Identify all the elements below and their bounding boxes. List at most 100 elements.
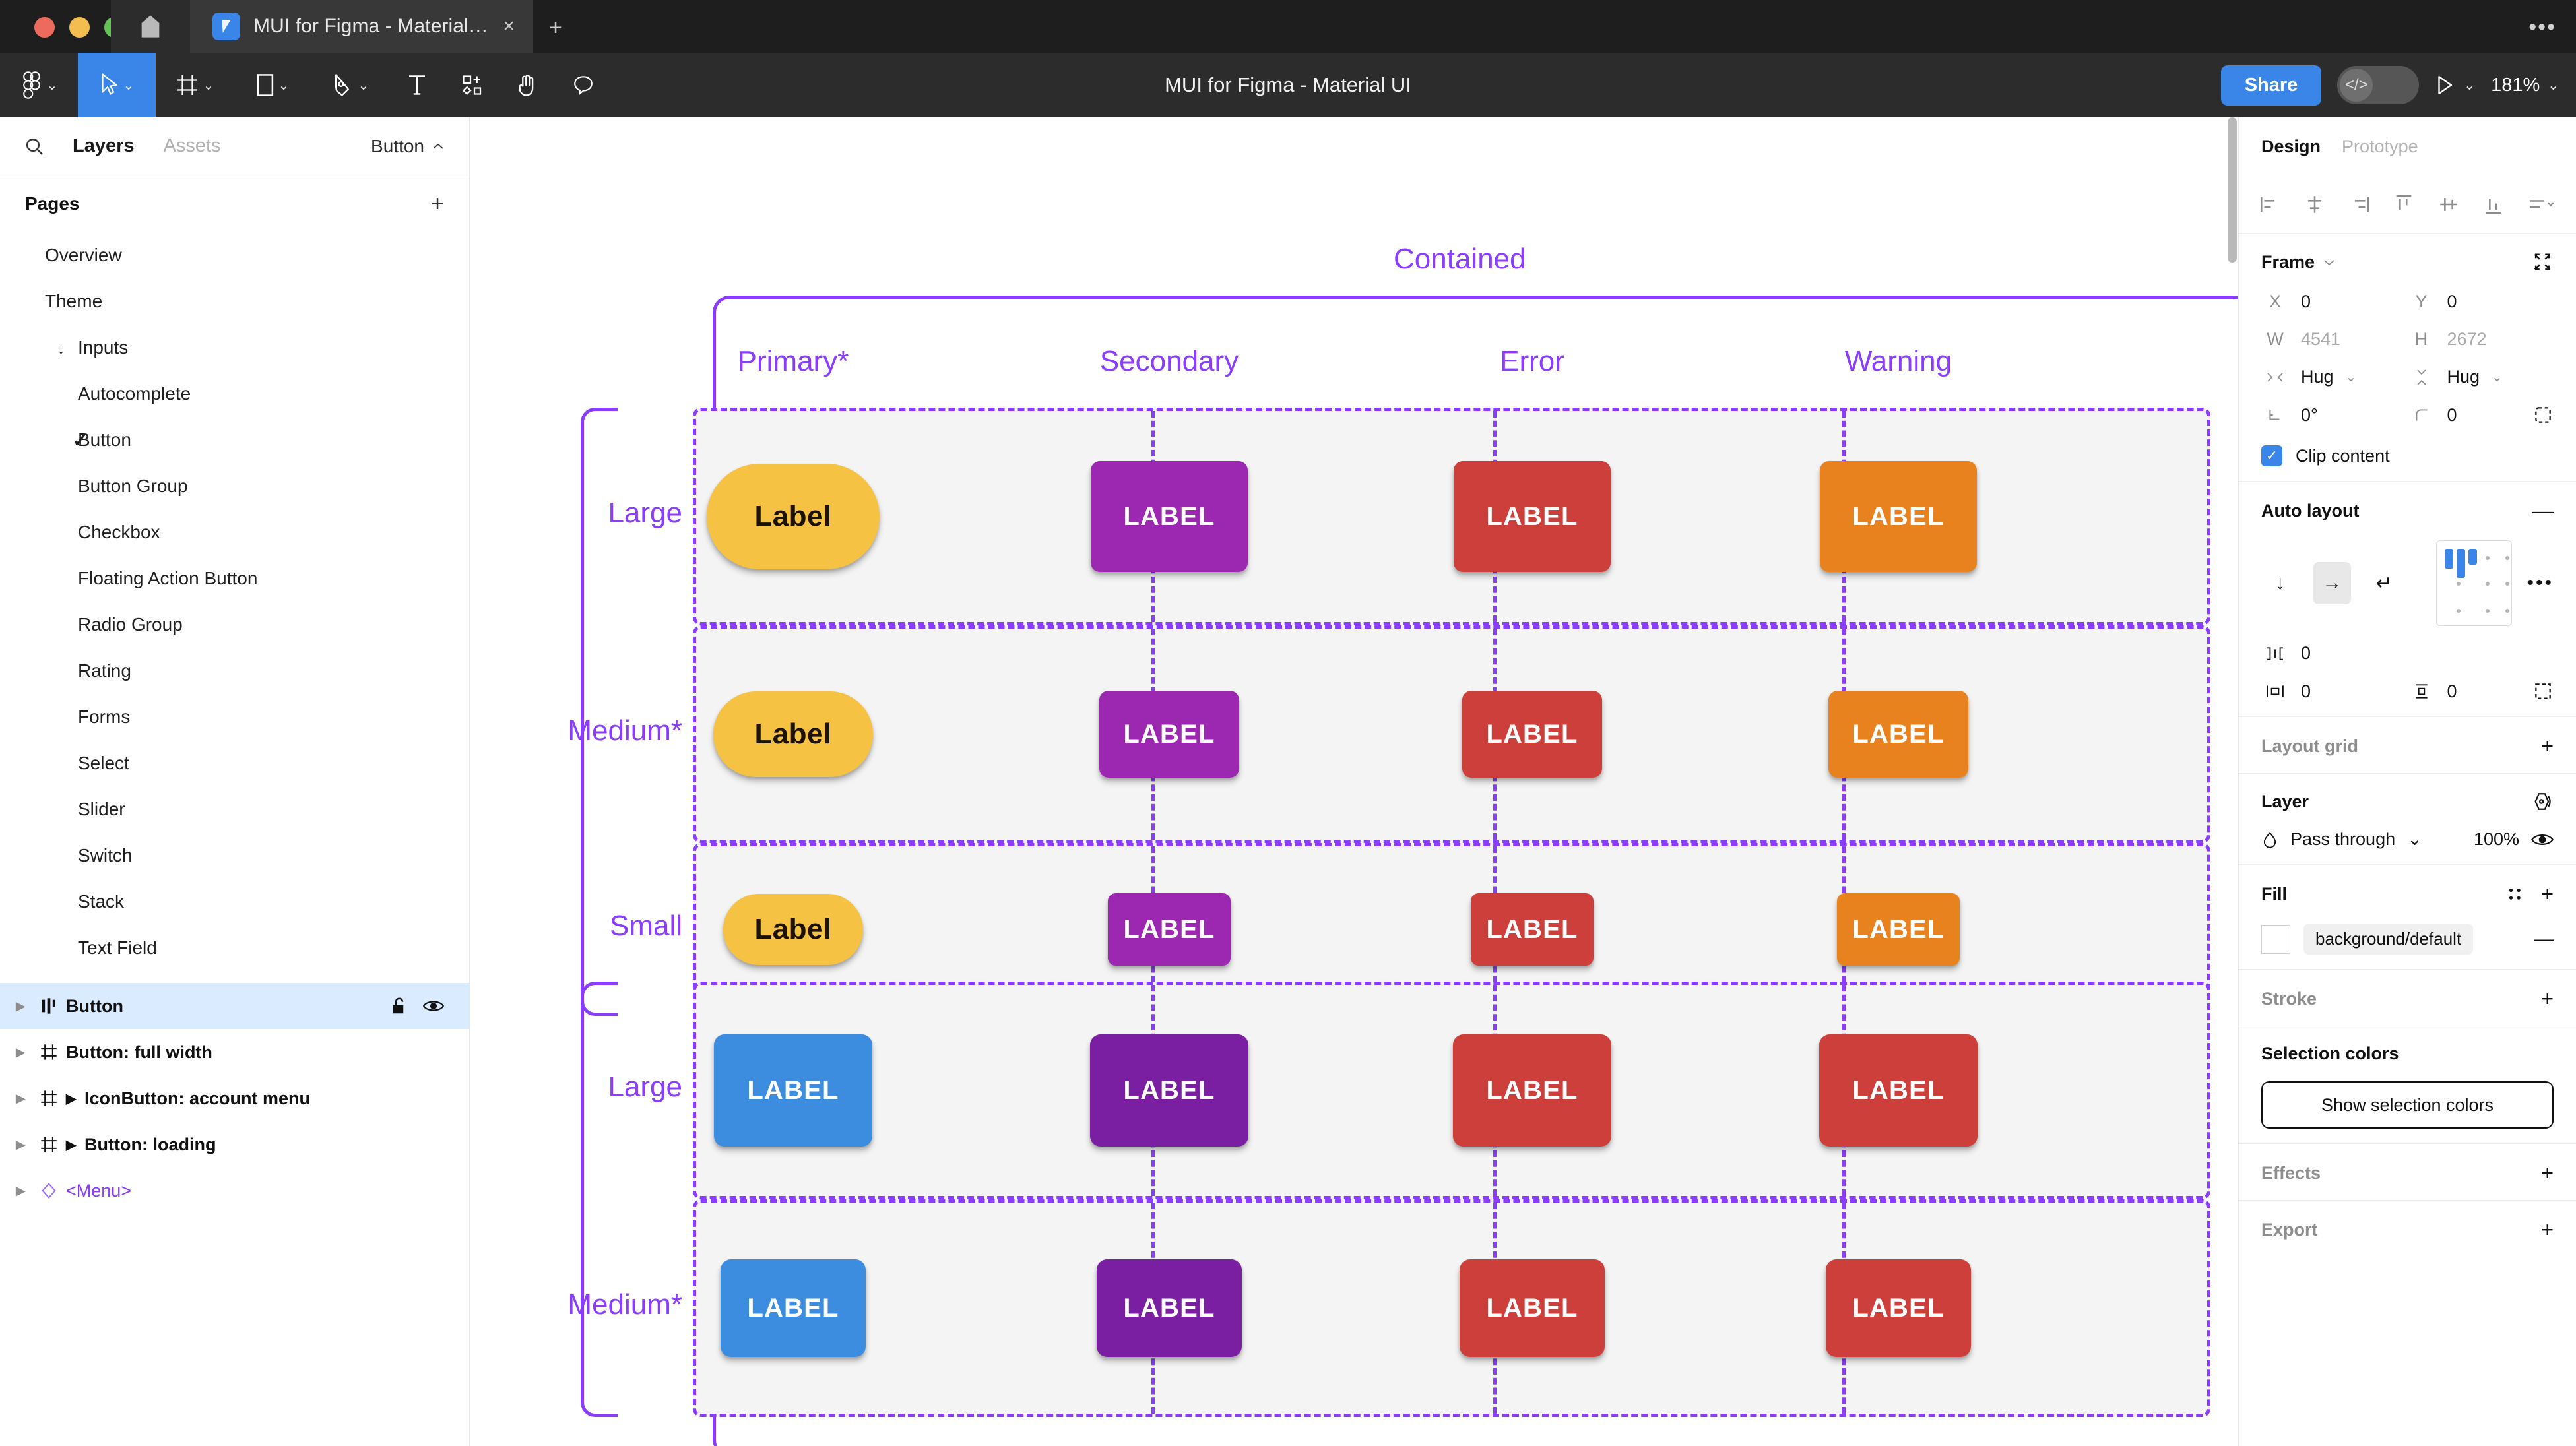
frame-height-field[interactable]: H 2672 bbox=[2408, 329, 2554, 350]
disclosure-triangle-icon[interactable]: ▶ bbox=[16, 1091, 25, 1105]
button-warning-medium[interactable]: LABEL bbox=[1828, 691, 1968, 778]
expand-triangle-icon[interactable]: ▶ bbox=[66, 1137, 77, 1152]
visibility-icon[interactable] bbox=[2531, 831, 2554, 848]
visibility-icon[interactable] bbox=[423, 997, 444, 1015]
button-contained-yellow-large[interactable]: Label bbox=[707, 464, 880, 569]
blend-mode-row[interactable]: Pass through ⌄ 100% bbox=[2261, 829, 2554, 850]
page-selector[interactable]: Button bbox=[371, 136, 445, 157]
page-item-forms[interactable]: Forms bbox=[0, 694, 469, 740]
disclosure-triangle-icon[interactable]: ▶ bbox=[16, 1045, 25, 1059]
page-item-slider[interactable]: Slider bbox=[0, 786, 469, 833]
resize-to-fit-icon[interactable] bbox=[2531, 251, 2554, 273]
shape-tool-icon[interactable]: ⌄ bbox=[234, 53, 311, 117]
layout-wrap-icon[interactable]: ↵ bbox=[2375, 572, 2393, 594]
file-tab[interactable]: MUI for Figma - Material UI × bbox=[190, 0, 533, 53]
align-left-icon[interactable] bbox=[2259, 193, 2281, 216]
independent-corners-icon[interactable] bbox=[2532, 404, 2554, 425]
search-icon[interactable] bbox=[24, 136, 58, 157]
disclosure-triangle-icon[interactable]: ▶ bbox=[16, 999, 25, 1013]
figma-menu-icon[interactable]: ⌄ bbox=[0, 53, 78, 117]
layer-opacity-value[interactable]: 100% bbox=[2473, 829, 2519, 849]
page-item-button[interactable]: ✓Button bbox=[0, 417, 469, 463]
move-tool-icon[interactable]: ⌄ bbox=[78, 53, 156, 117]
rotation-field[interactable]: 0° bbox=[2261, 404, 2408, 425]
canvas-scrollbar[interactable] bbox=[2228, 117, 2237, 263]
layer-row[interactable]: ▶▶IconButton: account menu bbox=[0, 1075, 469, 1121]
button-secondary-dark-medium[interactable]: LABEL bbox=[1097, 1259, 1242, 1357]
button-secondary-medium[interactable]: LABEL bbox=[1099, 691, 1239, 778]
tab-layers[interactable]: Layers bbox=[73, 135, 135, 156]
page-item-select[interactable]: Select bbox=[0, 740, 469, 786]
disclosure-triangle-icon[interactable]: ▶ bbox=[16, 1183, 25, 1197]
layer-row[interactable]: ▶Button bbox=[0, 983, 469, 1029]
button-error-large[interactable]: LABEL bbox=[1453, 1034, 1611, 1147]
layer-row[interactable]: ▶▶Button: loading bbox=[0, 1121, 469, 1168]
tab-assets[interactable]: Assets bbox=[163, 135, 221, 156]
layer-settings-icon[interactable] bbox=[2531, 791, 2554, 812]
button-warning-large[interactable]: LABEL bbox=[1820, 461, 1977, 572]
button-error-large[interactable]: LABEL bbox=[1454, 461, 1611, 572]
remove-auto-layout-button[interactable]: — bbox=[2532, 499, 2554, 522]
comment-tool-icon[interactable] bbox=[556, 53, 611, 117]
vertical-resizing-field[interactable]: Hug ⌄ bbox=[2408, 367, 2554, 387]
button-secondary-dark-large[interactable]: LABEL bbox=[1090, 1034, 1248, 1147]
button-contained-yellow-small[interactable]: Label bbox=[723, 894, 863, 965]
individual-padding-icon[interactable] bbox=[2532, 681, 2554, 702]
pen-tool-icon[interactable]: ⌄ bbox=[311, 53, 389, 117]
button-error-small[interactable]: LABEL bbox=[1471, 893, 1594, 966]
new-tab-button[interactable]: + bbox=[549, 15, 562, 40]
corner-radius-field[interactable]: 0 bbox=[2408, 404, 2554, 425]
page-item-floating-action-button[interactable]: Floating Action Button bbox=[0, 555, 469, 602]
frame-name-label[interactable]: Contained bbox=[1394, 243, 1526, 275]
vertical-padding-field[interactable]: 0 bbox=[2408, 681, 2554, 702]
button-error-medium[interactable]: LABEL bbox=[1826, 1259, 1971, 1357]
tab-design[interactable]: Design bbox=[2261, 136, 2321, 156]
button-error-medium[interactable]: LABEL bbox=[1460, 1259, 1605, 1357]
unlock-icon[interactable] bbox=[390, 996, 408, 1016]
close-icon[interactable]: × bbox=[503, 15, 515, 37]
frame-width-field[interactable]: W 4541 bbox=[2261, 329, 2408, 350]
page-item-button-group[interactable]: Button Group bbox=[0, 463, 469, 509]
align-horizontal-center-icon[interactable] bbox=[2303, 193, 2326, 216]
clip-content-row[interactable]: ✓ Clip content bbox=[2261, 445, 2554, 466]
add-effect-button[interactable]: + bbox=[2541, 1161, 2554, 1185]
page-item-text-field[interactable]: Text Field bbox=[0, 925, 469, 971]
auto-layout-more-icon[interactable]: ••• bbox=[2527, 572, 2554, 594]
button-error-large[interactable]: LABEL bbox=[1819, 1034, 1978, 1147]
disclosure-triangle-icon[interactable]: ▶ bbox=[16, 1137, 25, 1151]
align-bottom-icon[interactable] bbox=[2482, 193, 2505, 216]
layout-direction-horizontal-icon[interactable]: → bbox=[2313, 562, 2351, 604]
fill-color-swatch[interactable] bbox=[2261, 924, 2290, 954]
button-primary-blue-medium[interactable]: LABEL bbox=[721, 1259, 866, 1357]
fill-styles-icon[interactable] bbox=[2507, 886, 2524, 903]
expand-triangle-icon[interactable]: ▶ bbox=[66, 1091, 77, 1106]
horizontal-resizing-field[interactable]: Hug ⌄ bbox=[2261, 367, 2408, 387]
share-button[interactable]: Share bbox=[2220, 65, 2322, 106]
present-button[interactable]: ⌄ bbox=[2435, 74, 2475, 96]
button-error-medium[interactable]: LABEL bbox=[1462, 691, 1602, 778]
home-tab[interactable] bbox=[111, 0, 190, 53]
button-contained-yellow-medium[interactable]: Label bbox=[713, 691, 873, 777]
page-item-radio-group[interactable]: Radio Group bbox=[0, 602, 469, 648]
chevron-down-icon[interactable] bbox=[2323, 258, 2336, 267]
add-stroke-button[interactable]: + bbox=[2541, 987, 2554, 1011]
horizontal-padding-field[interactable]: 0 bbox=[2261, 681, 2408, 702]
page-item-inputs[interactable]: ↓Inputs bbox=[0, 325, 469, 371]
page-item-checkbox[interactable]: Checkbox bbox=[0, 509, 469, 555]
page-item-overview[interactable]: Overview bbox=[0, 232, 469, 278]
minimize-window-button[interactable] bbox=[69, 17, 90, 38]
frame-tool-icon[interactable]: ⌄ bbox=[156, 53, 234, 117]
page-item-stack[interactable]: Stack bbox=[0, 879, 469, 925]
frame-x-field[interactable]: X 0 bbox=[2261, 292, 2408, 312]
align-top-icon[interactable] bbox=[2393, 193, 2415, 216]
layout-direction-vertical-icon[interactable]: ↓ bbox=[2274, 572, 2285, 594]
text-tool-icon[interactable] bbox=[389, 53, 445, 117]
resources-tool-icon[interactable] bbox=[445, 53, 500, 117]
hand-tool-icon[interactable] bbox=[500, 53, 556, 117]
clip-content-checkbox[interactable]: ✓ bbox=[2261, 445, 2282, 466]
close-window-button[interactable] bbox=[34, 17, 55, 38]
dev-mode-toggle[interactable]: </> bbox=[2337, 66, 2420, 104]
page-item-rating[interactable]: Rating bbox=[0, 648, 469, 694]
layer-row[interactable]: ▶Button: full width bbox=[0, 1029, 469, 1075]
